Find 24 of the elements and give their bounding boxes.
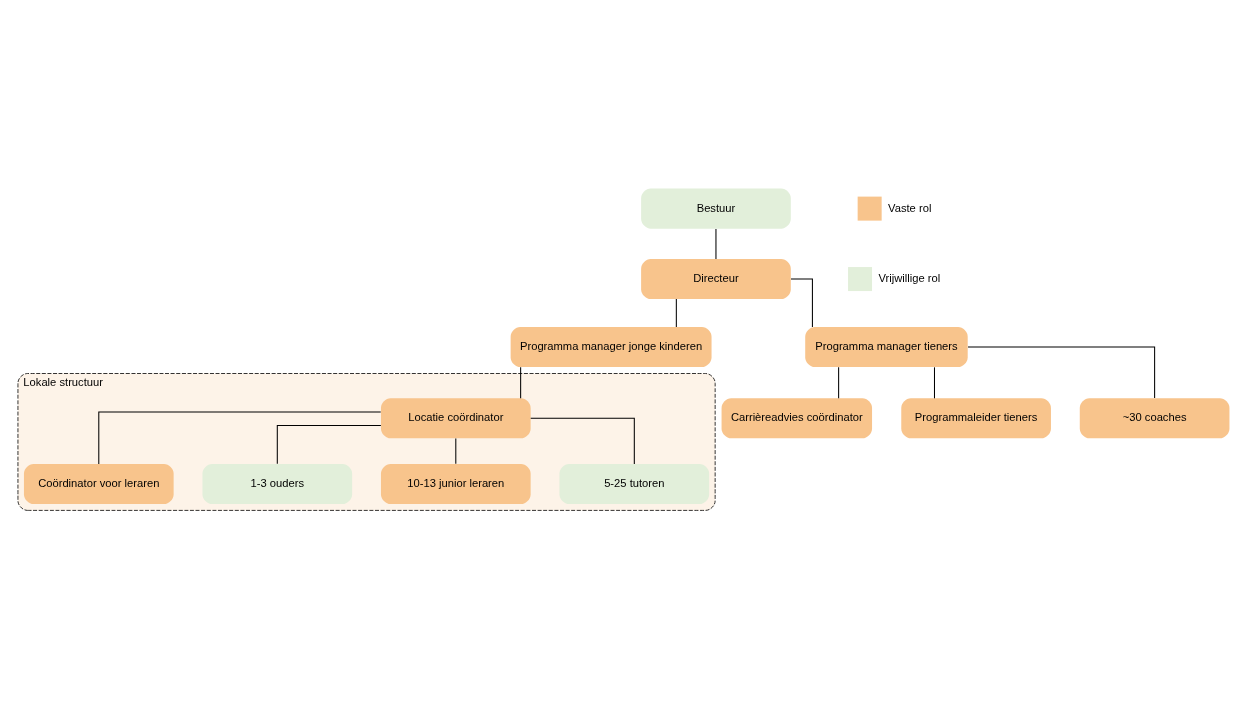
connector (790, 278, 813, 328)
node-box: 1-3 ouders (202, 463, 353, 504)
connector (520, 366, 522, 399)
node-box: Programmaleider tieners (901, 397, 1051, 438)
connector (98, 410, 382, 464)
node-box: Bestuur (641, 188, 791, 229)
node-box: Programma manager jonge kinderen (510, 326, 712, 367)
connector (967, 346, 1156, 399)
node-box: Carrièreadvies coördinator (721, 397, 873, 438)
node-box: Locatie coördinator (380, 397, 531, 438)
connector (455, 437, 457, 464)
node-box: 5-25 tutoren (559, 463, 710, 504)
node-box: ~30 coaches (1079, 397, 1230, 438)
node-box: Directeur (641, 258, 791, 299)
connector (933, 366, 935, 399)
node-box: Programma manager tieners (805, 326, 968, 367)
connector (675, 298, 677, 327)
connector (530, 417, 635, 464)
legend-label: Vaste rol (888, 201, 932, 214)
node-box: 10-13 junior leraren (380, 463, 531, 504)
node-box: Coördinator voor leraren (23, 463, 174, 504)
legend-label: Vrijwillige rol (878, 271, 941, 284)
connector (838, 366, 840, 399)
connector (276, 424, 382, 464)
